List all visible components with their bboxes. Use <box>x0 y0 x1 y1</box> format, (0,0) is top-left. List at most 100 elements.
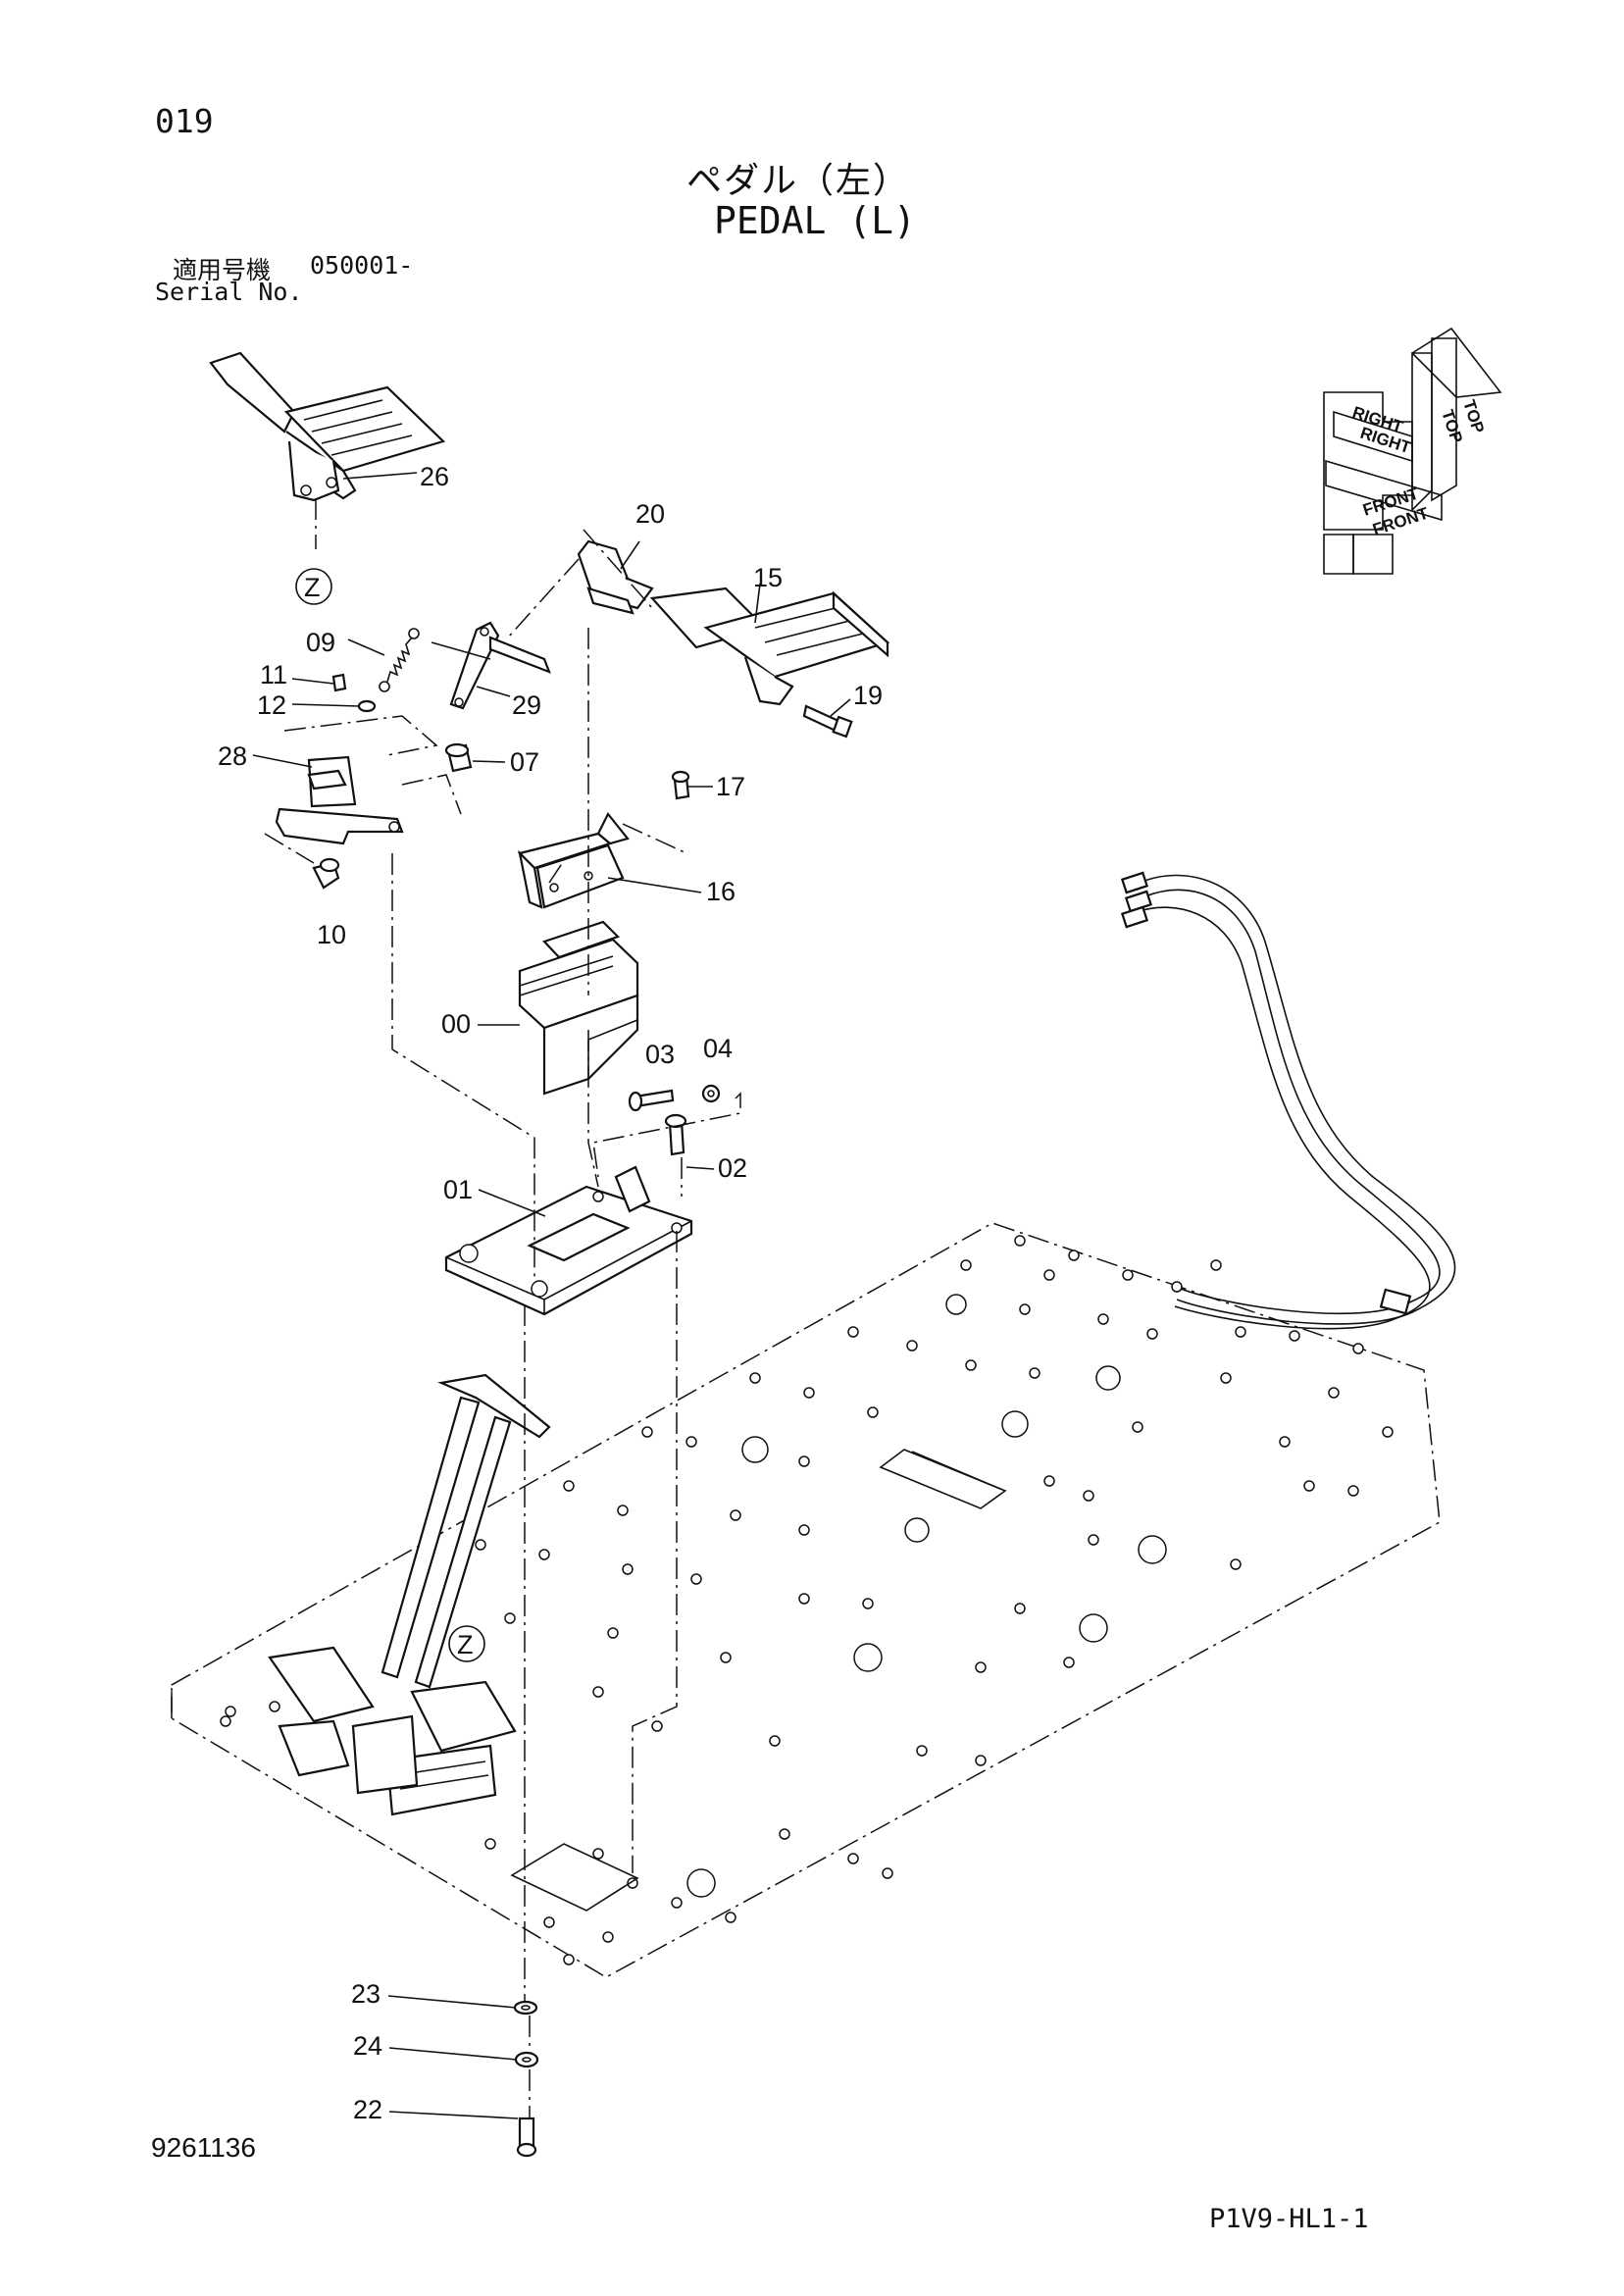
part-02-bolt <box>664 1113 687 1156</box>
part-16-bracket <box>517 811 630 909</box>
plate-hole <box>622 1563 634 1575</box>
part-label-29: 29 <box>512 690 541 720</box>
installed-pedal-assembly <box>268 1373 551 1816</box>
assembly-lines <box>264 498 741 2118</box>
plate-hole <box>1043 1475 1055 1487</box>
plate-hole <box>1328 1387 1340 1399</box>
plate-hole <box>906 1340 918 1352</box>
hydraulic-hoses <box>1120 871 1456 1330</box>
plate-hole <box>1289 1330 1300 1342</box>
title-english: PEDAL (L) <box>714 199 916 242</box>
part-label-19: 19 <box>853 681 883 710</box>
part-01-mount-plate <box>444 1165 693 1316</box>
part-label-01: 01 <box>443 1175 473 1204</box>
plate-hole <box>1083 1490 1094 1502</box>
plate-hole <box>1220 1372 1232 1384</box>
plate-hole <box>1029 1367 1040 1379</box>
plate-hole <box>671 1897 683 1909</box>
part-label-22: 22 <box>353 2095 382 2124</box>
plate-hole <box>725 1912 736 1923</box>
part-23-washer <box>513 2000 538 2015</box>
plate-hole <box>538 1549 550 1560</box>
plate-hole <box>1001 1410 1029 1438</box>
plate-hole <box>798 1524 810 1536</box>
page-number: 019 <box>155 102 214 140</box>
plate-hole <box>685 1436 697 1448</box>
view-marker-z-top: Z <box>295 568 332 605</box>
plate-hole <box>975 1755 987 1766</box>
plate-hole <box>220 1715 231 1727</box>
plate-hole <box>975 1661 987 1673</box>
plate-hole <box>1014 1235 1026 1247</box>
plate-hole <box>803 1387 815 1399</box>
part-label-03: 03 <box>645 1040 675 1069</box>
plate-hole <box>1079 1613 1108 1643</box>
part-24-spring-washer <box>514 2051 539 2068</box>
plate-hole <box>504 1612 516 1624</box>
plate-hole <box>484 1838 496 1850</box>
plate-hole <box>602 1931 614 1943</box>
plate-hole <box>965 1359 977 1371</box>
part-label-12: 12 <box>257 690 286 720</box>
plate-hole <box>607 1627 619 1639</box>
plate-hole <box>1235 1326 1246 1338</box>
part-label-20: 20 <box>635 499 665 529</box>
part-10-bolt <box>312 857 340 890</box>
plate-hole <box>862 1598 874 1609</box>
plate-hole <box>1068 1250 1080 1261</box>
part-label-28: 28 <box>218 741 247 771</box>
plate-hole <box>563 1954 575 1965</box>
part-label-24: 24 <box>353 2031 382 2061</box>
plate-hole <box>1210 1259 1222 1271</box>
view-marker-z-top-label: Z <box>304 573 321 602</box>
serial-label-english: Serial No. <box>155 278 303 306</box>
part-22-bolt <box>516 2117 537 2158</box>
part-12-washer <box>357 699 377 713</box>
plate-hole <box>1230 1558 1242 1570</box>
plate-hole <box>960 1259 972 1271</box>
plate-hole <box>945 1294 967 1315</box>
part-label-00: 00 <box>441 1009 471 1039</box>
part-07-bolt <box>444 742 473 773</box>
orientation-compass: TOP TOP RIGHT RIGHT FRONT FRONT <box>1323 327 1502 575</box>
part-label-07: 07 <box>510 747 539 777</box>
plate-hole <box>1088 1534 1099 1546</box>
part-19-bolt <box>802 704 853 739</box>
part-00-pedal-valve <box>518 920 639 1096</box>
plate-hole <box>651 1720 663 1732</box>
part-label-10: 10 <box>317 920 346 949</box>
plate-hole <box>269 1701 280 1712</box>
view-marker-z-bottom: Z <box>448 1625 485 1662</box>
plate-hole <box>543 1916 555 1928</box>
plate-hole <box>867 1406 879 1418</box>
plate-hole <box>1382 1426 1394 1438</box>
plate-hole <box>1063 1657 1075 1668</box>
part-20-bracket <box>577 539 654 615</box>
part-15-pedal <box>649 587 890 706</box>
plate-hole <box>1146 1328 1158 1340</box>
part-label-16: 16 <box>706 877 736 906</box>
part-label-17: 17 <box>716 772 745 801</box>
plate-hole <box>1014 1603 1026 1614</box>
plate-hole <box>475 1539 486 1551</box>
plate-hole <box>798 1593 810 1605</box>
page-code: P1V9-HL1-1 <box>1209 2204 1369 2234</box>
plate-hole <box>798 1455 810 1467</box>
plate-hole <box>1097 1313 1109 1325</box>
plate-hole <box>1095 1365 1121 1391</box>
plate-hole <box>769 1735 781 1747</box>
plate-hole <box>641 1426 653 1438</box>
compass-top: TOP <box>1438 407 1466 445</box>
plate-hole <box>853 1643 883 1672</box>
plate-hole <box>749 1372 761 1384</box>
part-04-nut <box>701 1084 721 1103</box>
plate-hole <box>690 1573 702 1585</box>
part-label-09: 09 <box>306 628 335 657</box>
plate-hole <box>1043 1269 1055 1281</box>
part-28-stopper-bracket <box>275 755 404 845</box>
plate-hole <box>563 1480 575 1492</box>
plate-hole <box>916 1745 928 1757</box>
part-03-bolt <box>628 1089 675 1112</box>
part-number-labels: 26 20 15 09 11 12 29 19 28 07 17 10 16 0… <box>218 462 883 2124</box>
plate-hole <box>592 1848 604 1860</box>
